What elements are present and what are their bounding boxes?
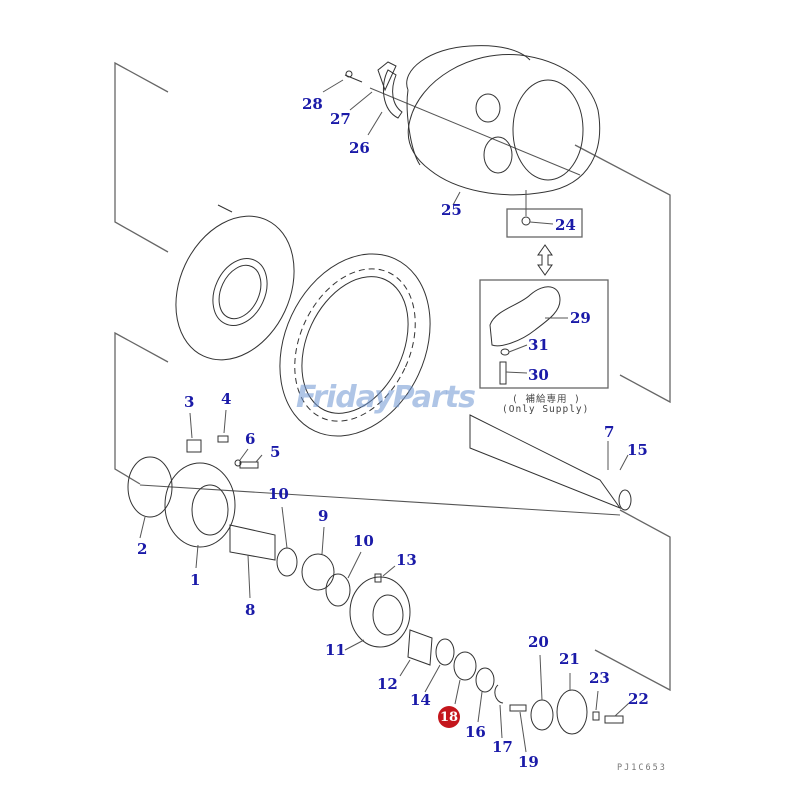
- callout-11[interactable]: 11: [325, 641, 346, 659]
- callout-10b[interactable]: 10: [353, 532, 374, 550]
- part-24-box: [452, 190, 583, 238]
- callout-8[interactable]: 8: [245, 601, 256, 619]
- callout-2[interactable]: 2: [137, 540, 148, 558]
- callout-23[interactable]: 23: [589, 669, 610, 687]
- callout-4[interactable]: 4: [221, 390, 232, 408]
- callout-7[interactable]: 7: [604, 423, 615, 441]
- frame-lines: [114, 61, 671, 692]
- callout-12[interactable]: 12: [377, 675, 398, 693]
- lower-assembly: [127, 409, 630, 753]
- sprocket-ring: [279, 253, 431, 437]
- callout-31[interactable]: 31: [528, 336, 549, 354]
- callout-3[interactable]: 3: [184, 393, 195, 411]
- callout-10a[interactable]: 10: [268, 485, 289, 503]
- callout-19[interactable]: 19: [518, 753, 539, 771]
- shaft: [469, 414, 632, 511]
- callout-5[interactable]: 5: [270, 443, 281, 461]
- callout-1[interactable]: 1: [190, 571, 201, 589]
- callout-15[interactable]: 15: [627, 441, 648, 459]
- callout-14[interactable]: 14: [410, 691, 431, 709]
- hub-flange: [175, 204, 295, 361]
- callout-22[interactable]: 22: [628, 690, 649, 708]
- callout-26[interactable]: 26: [349, 139, 370, 157]
- callout-25[interactable]: 25: [441, 201, 462, 219]
- callout-21[interactable]: 21: [559, 650, 580, 668]
- callout-9[interactable]: 9: [318, 507, 329, 525]
- callout-6[interactable]: 6: [245, 430, 256, 448]
- supply-note-en: (Only Supply): [502, 404, 590, 415]
- callout-30[interactable]: 30: [528, 366, 549, 384]
- callout-24[interactable]: 24: [555, 216, 576, 234]
- callout-28[interactable]: 28: [302, 95, 323, 113]
- part-25-housing: [406, 45, 601, 196]
- supply-note-jp: ( 補給専用 ): [512, 394, 581, 405]
- callout-16[interactable]: 16: [465, 723, 486, 741]
- parts-26-28-bracket: [322, 61, 403, 136]
- double-arrow-icon: [537, 244, 553, 276]
- watermark-text-1: Friday: [296, 380, 394, 415]
- callout-18-highlighted[interactable]: 18: [438, 706, 460, 728]
- watermark-logo: FridayParts: [296, 380, 476, 415]
- callout-27[interactable]: 27: [330, 110, 351, 128]
- callout-17[interactable]: 17: [492, 738, 513, 756]
- callout-13[interactable]: 13: [396, 551, 417, 569]
- callout-20[interactable]: 20: [528, 633, 549, 651]
- callout-29[interactable]: 29: [570, 309, 591, 327]
- watermark-text-2: Parts: [392, 380, 476, 415]
- drawing-code: PJ1C653: [617, 763, 667, 773]
- parts-29-31-box: [479, 279, 609, 389]
